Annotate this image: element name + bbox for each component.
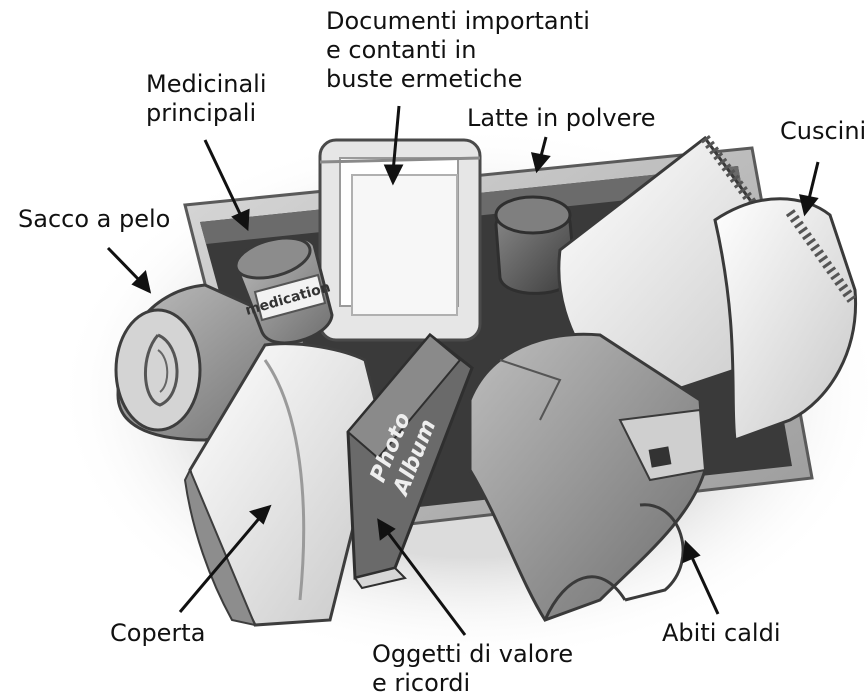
label-sleeping-bag: Sacco a pelo xyxy=(18,205,170,234)
label-pillows: Cuscini xyxy=(780,117,866,146)
label-documents: Documenti importanti e contanti in buste… xyxy=(326,7,590,94)
label-powdered-milk: Latte in polvere xyxy=(467,104,655,133)
label-warm-clothes: Abiti caldi xyxy=(662,619,781,648)
label-blanket: Coperta xyxy=(110,619,205,648)
label-valuables: Oggetti di valore e ricordi xyxy=(372,640,573,698)
label-medicines: Medicinali principali xyxy=(146,70,267,128)
